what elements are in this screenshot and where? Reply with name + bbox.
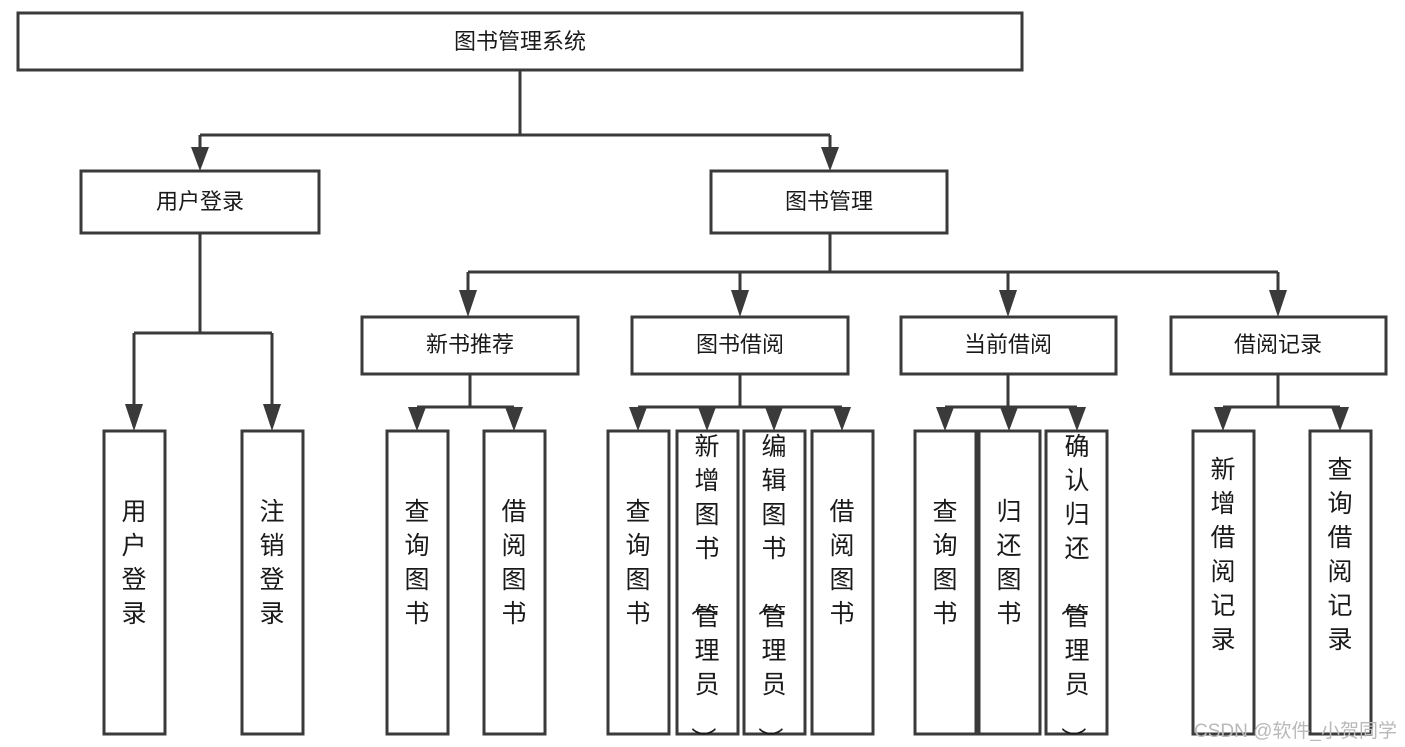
leaf-query-book-1[interactable]: 查询图书 bbox=[385, 429, 450, 736]
leaf-edit-book[interactable]: 编辑图书（管理员） bbox=[742, 429, 807, 747]
leaf-logout[interactable]: 注销登录 bbox=[240, 429, 305, 736]
arrow-to-leaf-query-book-2 bbox=[629, 407, 647, 431]
leaf-query-record[interactable]: 查询借阅记录 bbox=[1308, 429, 1373, 736]
arrow-to-user-login bbox=[191, 147, 209, 171]
leaf-user-login-box[interactable] bbox=[102, 429, 167, 736]
leaf-add-book-label: 新增图书（管理员） bbox=[688, 433, 719, 747]
arrow-to-current-borrow bbox=[999, 290, 1017, 317]
leaf-query-book-2-label: 查询图书 bbox=[625, 498, 650, 628]
leaf-return-book-label: 归还图书 bbox=[996, 498, 1021, 628]
leaf-query-book-2-box[interactable] bbox=[606, 429, 671, 736]
leaf-add-book-box[interactable] bbox=[675, 429, 740, 736]
leaf-add-record[interactable]: 新增借阅记录 bbox=[1191, 429, 1256, 736]
arrow-to-book-manage bbox=[821, 147, 839, 171]
leaf-logout-label: 注销登录 bbox=[259, 498, 284, 628]
node-root-label: 图书管理系统 bbox=[454, 29, 586, 54]
node-new-book-rec-box[interactable] bbox=[360, 315, 580, 376]
node-root-box[interactable] bbox=[16, 11, 1024, 72]
arrow-to-leaf-edit-book bbox=[765, 407, 783, 431]
arrow-to-leaf-borrow-book-2 bbox=[833, 407, 851, 431]
node-borrow-record[interactable]: 借阅记录 bbox=[1169, 315, 1388, 376]
leaf-add-record-box[interactable] bbox=[1191, 429, 1256, 736]
leaf-user-login-label: 用户登录 bbox=[121, 498, 146, 628]
node-user-login[interactable]: 用户登录 bbox=[79, 169, 321, 235]
node-book-borrow-box[interactable] bbox=[630, 315, 850, 376]
arrow-to-leaf-confirm-return bbox=[1068, 407, 1086, 431]
arrow-to-leaf-borrow-book-1 bbox=[505, 407, 523, 431]
connectors-group bbox=[125, 70, 1349, 431]
leaf-borrow-book-2[interactable]: 借阅图书 bbox=[810, 429, 875, 736]
arrow-to-new-book-rec bbox=[459, 290, 477, 317]
leaf-query-book-3-box[interactable] bbox=[913, 429, 978, 736]
leaf-query-book-1-label: 查询图书 bbox=[404, 498, 429, 628]
leaf-query-book-3-label: 查询图书 bbox=[932, 498, 957, 628]
arrow-to-book-borrow bbox=[731, 290, 749, 317]
node-new-book-rec[interactable]: 新书推荐 bbox=[360, 315, 580, 376]
leaf-query-book-3[interactable]: 查询图书 bbox=[913, 429, 978, 736]
leaf-edit-book-label: 编辑图书（管理员） bbox=[755, 433, 786, 747]
leaf-borrow-book-1-box[interactable] bbox=[482, 429, 547, 736]
node-book-manage[interactable]: 图书管理 bbox=[709, 169, 949, 235]
node-borrow-record-box[interactable] bbox=[1169, 315, 1388, 376]
arrow-to-leaf-logout bbox=[263, 404, 281, 431]
arrow-to-leaf-add-record bbox=[1214, 407, 1232, 431]
leaf-confirm-return-label: 确认归还（管理员） bbox=[1058, 433, 1089, 747]
node-root[interactable]: 图书管理系统 bbox=[16, 11, 1024, 72]
leaf-return-book[interactable]: 归还图书 bbox=[977, 429, 1042, 736]
leaf-borrow-book-1-label: 借阅图书 bbox=[501, 498, 526, 628]
leaf-edit-book-box[interactable] bbox=[742, 429, 807, 736]
node-new-book-rec-label: 新书推荐 bbox=[426, 332, 514, 357]
leaf-return-book-box[interactable] bbox=[977, 429, 1042, 736]
arrow-to-leaf-add-book bbox=[698, 407, 716, 431]
node-current-borrow-box[interactable] bbox=[899, 315, 1118, 376]
node-user-login-box[interactable] bbox=[79, 169, 321, 235]
leaf-confirm-return[interactable]: 确认归还（管理员） bbox=[1044, 429, 1109, 747]
arrow-to-leaf-return-book bbox=[1000, 407, 1018, 431]
leaf-borrow-book-2-box[interactable] bbox=[810, 429, 875, 736]
node-current-borrow-label: 当前借阅 bbox=[964, 332, 1052, 357]
leaf-query-book-1-box[interactable] bbox=[385, 429, 450, 736]
node-book-manage-label: 图书管理 bbox=[785, 189, 873, 214]
leaf-borrow-book-1[interactable]: 借阅图书 bbox=[482, 429, 547, 736]
node-borrow-record-label: 借阅记录 bbox=[1234, 332, 1322, 357]
node-current-borrow[interactable]: 当前借阅 bbox=[899, 315, 1118, 376]
arrow-to-leaf-query-record bbox=[1331, 407, 1349, 431]
leaf-confirm-return-box[interactable] bbox=[1044, 429, 1109, 736]
leaf-add-record-label: 新增借阅记录 bbox=[1210, 456, 1235, 654]
leaf-borrow-book-2-label: 借阅图书 bbox=[829, 498, 854, 628]
arrow-to-borrow-record bbox=[1269, 290, 1287, 317]
arrow-to-leaf-query-book-3 bbox=[936, 407, 954, 431]
leaf-query-record-box[interactable] bbox=[1308, 429, 1373, 736]
leaf-user-login[interactable]: 用户登录 bbox=[102, 429, 167, 736]
node-book-borrow[interactable]: 图书借阅 bbox=[630, 315, 850, 376]
leaf-logout-box[interactable] bbox=[240, 429, 305, 736]
arrow-to-leaf-query-book-1 bbox=[408, 407, 426, 431]
leaf-query-record-label: 查询借阅记录 bbox=[1327, 456, 1352, 654]
arrow-to-leaf-user-login bbox=[125, 404, 143, 431]
leaf-query-book-2[interactable]: 查询图书 bbox=[606, 429, 671, 736]
node-user-login-label: 用户登录 bbox=[156, 189, 244, 214]
leaf-add-book[interactable]: 新增图书（管理员） bbox=[675, 429, 740, 747]
node-book-borrow-label: 图书借阅 bbox=[696, 332, 784, 357]
node-book-manage-box[interactable] bbox=[709, 169, 949, 235]
